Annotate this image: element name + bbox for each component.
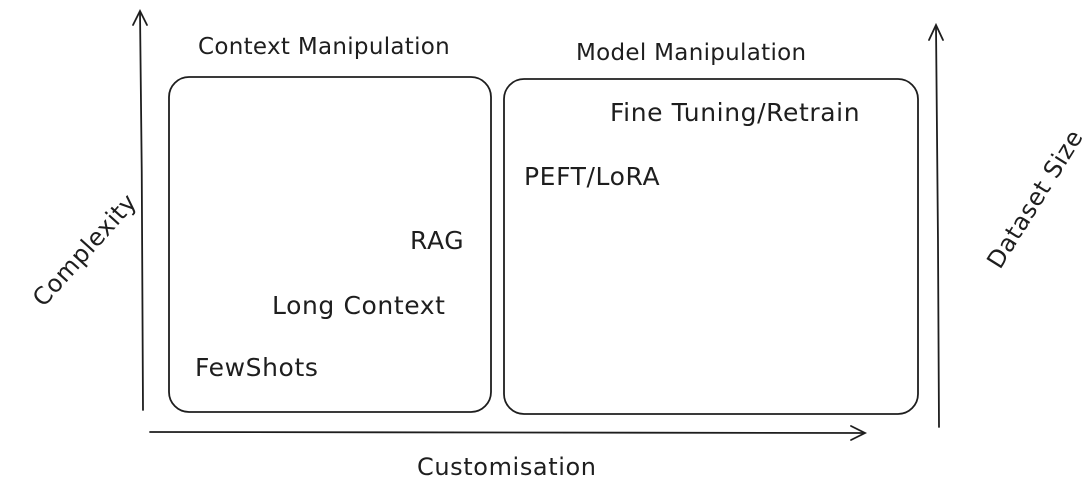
item-peft-lora: PEFT/LoRA [524,162,661,191]
y-axis-right-arrow [928,22,944,428]
context-manipulation-title: Context Manipulation [198,34,451,60]
context-manipulation-box [168,76,492,413]
y-axis-left-arrow [132,8,148,411]
x-axis-arrow [149,425,868,441]
x-axis-label: Customisation [417,453,597,481]
item-long-context: Long Context [272,291,446,320]
item-fine-tuning-retrain: Fine Tuning/Retrain [610,98,861,127]
item-fewshots: FewShots [195,353,319,382]
model-manipulation-title: Model Manipulation [576,40,807,66]
model-manipulation-box [503,78,919,415]
item-rag: RAG [410,226,465,255]
